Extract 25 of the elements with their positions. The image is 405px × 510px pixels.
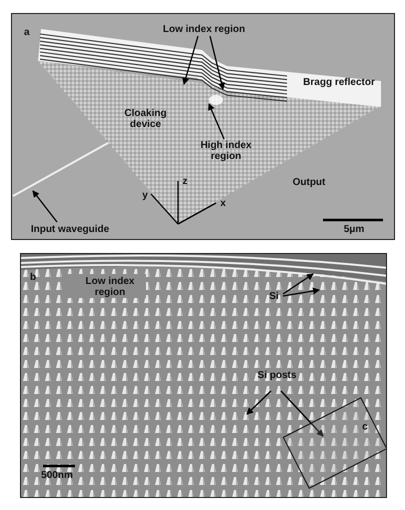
leader-arrow (32, 190, 58, 222)
leader-arrow (246, 390, 272, 415)
leader-arrow (280, 390, 324, 437)
part-label: Output (292, 177, 326, 188)
callout-label: Input waveguide (25, 224, 115, 235)
callout-label: Si (266, 291, 282, 302)
scale-label: 500nm (40, 470, 74, 481)
callout-label: Low index region (159, 24, 249, 35)
callout-label: High index region (198, 140, 254, 162)
part-label: Bragg reflector (302, 77, 376, 88)
panel-letter: a (24, 27, 30, 38)
axis-label: z (182, 176, 188, 187)
axis-label: y (141, 190, 149, 201)
part-label: Low index region (84, 276, 136, 298)
scale-label: 5μm (342, 224, 366, 235)
leader-arrow (209, 36, 225, 90)
inset-frame (282, 397, 386, 489)
axis-label: x (219, 198, 227, 209)
part-label: Cloaking device (123, 108, 168, 130)
leader-arrow (182, 36, 199, 85)
inset-letter: c (362, 422, 368, 433)
panel-letter: b (30, 272, 36, 283)
leader-arrow (282, 288, 320, 297)
leader-arrow (208, 103, 225, 140)
leader-arrow (282, 273, 314, 295)
